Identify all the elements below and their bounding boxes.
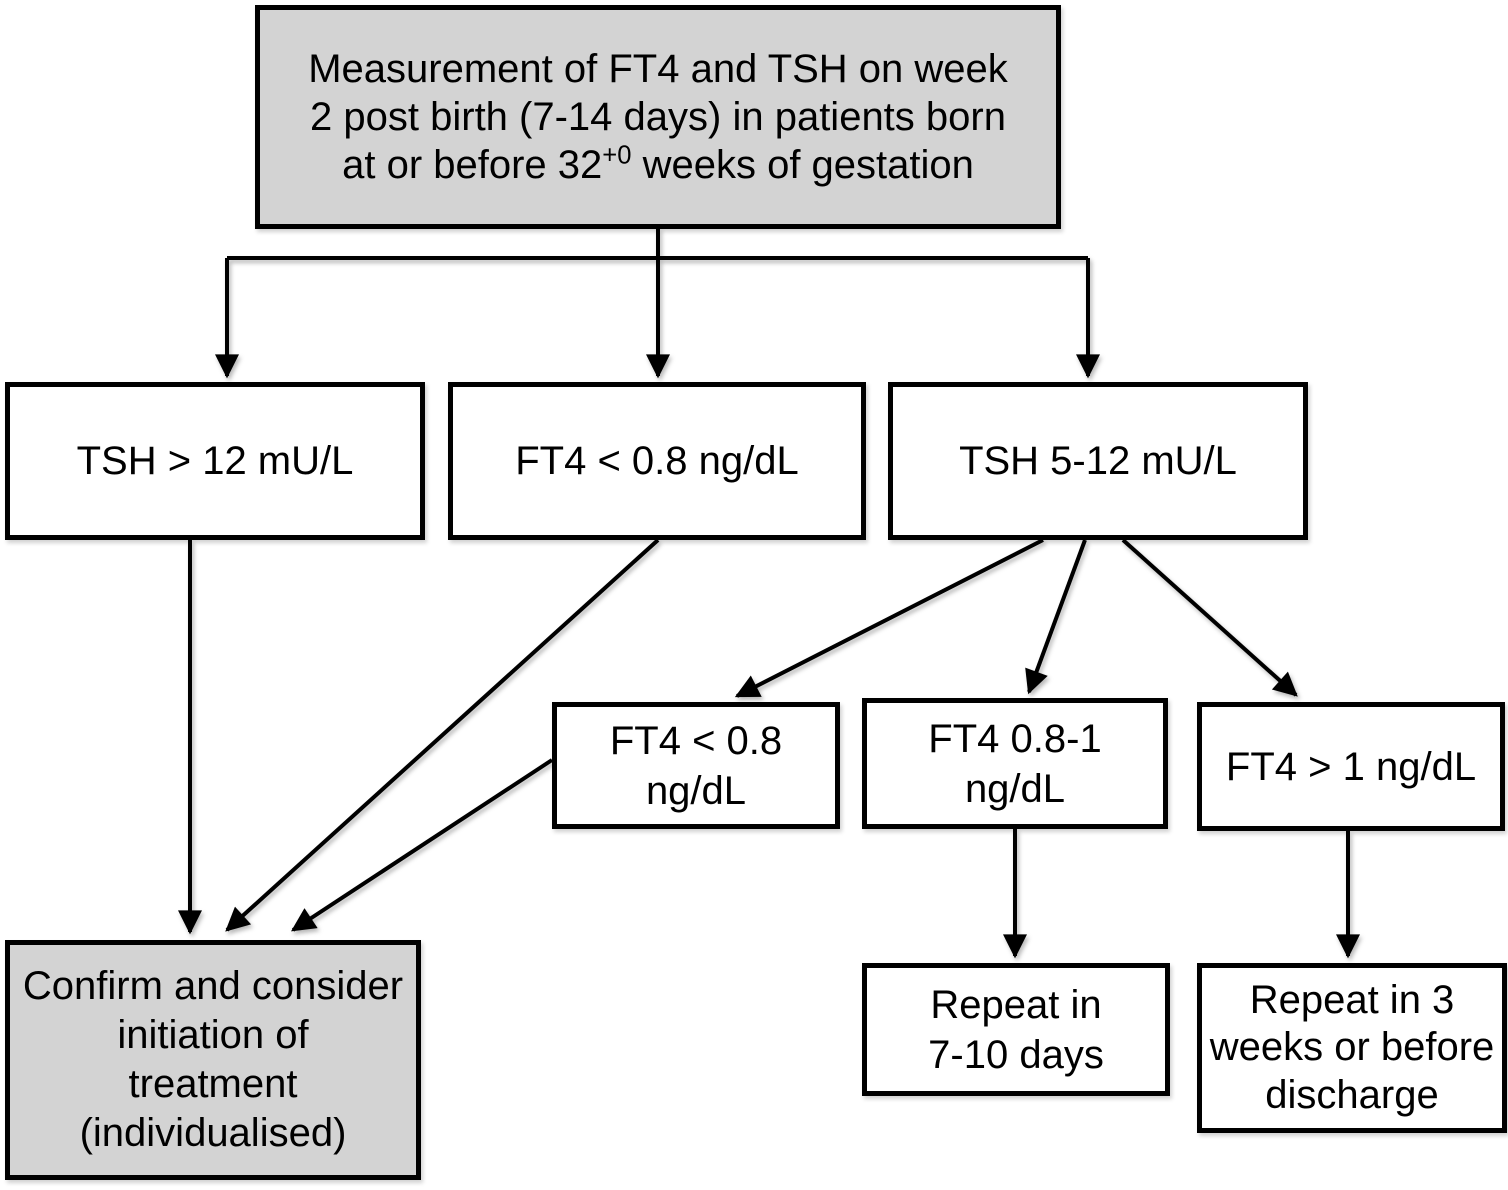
node-text-line: weeks or before	[1210, 1024, 1495, 1071]
node-text-line: Repeat in 3	[1250, 977, 1455, 1024]
node-text-line: FT4 > 1 ng/dL	[1226, 742, 1476, 792]
node-text-line: ng/dL	[965, 764, 1065, 814]
node-text: Repeat in 3	[1249, 978, 1455, 1023]
node-text: (individualised)	[79, 1110, 347, 1155]
node-text-line: Confirm and consider	[23, 962, 403, 1011]
node-text-line: FT4 < 0.8 ng/dL	[515, 436, 799, 486]
connector-tsh-mid-to-ft4-low-sub	[734, 538, 1044, 698]
node-text: Repeat in	[930, 982, 1102, 1027]
node-text-line: Repeat in	[930, 980, 1101, 1030]
node-text: initiation of	[117, 1013, 309, 1058]
node-text-line: treatment	[129, 1060, 298, 1109]
node-text: 2 post birth (7-14 days) in patients bor…	[310, 95, 1006, 139]
connector-tsh-mid-to-ft4-mid-sub	[1025, 539, 1087, 695]
node-measurement: Measurement of FT4 and TSH on week 2 pos…	[255, 5, 1061, 229]
node-ft4-below-0-8-sub: FT4 < 0.8 ng/dL	[552, 702, 840, 829]
node-text-line: TSH > 12 mU/L	[77, 436, 354, 486]
node-text: TSH 5-12 mU/L	[959, 439, 1237, 483]
node-text: ng/dL	[645, 768, 747, 813]
node-text-line: (individualised)	[80, 1109, 347, 1158]
node-text-line: initiation of	[117, 1011, 308, 1060]
node-confirm-treatment: Confirm and consider initiation of treat…	[5, 940, 421, 1180]
node-text: FT4 < 0.8	[609, 718, 783, 763]
node-text: FT4 < 0.8 ng/dL	[515, 439, 799, 483]
connector-ft4-low-to-confirm	[225, 538, 660, 932]
node-text: weeks or before	[1209, 1025, 1495, 1070]
node-text-line: FT4 < 0.8	[610, 716, 782, 766]
node-text: FT4 > 1 ng/dL	[1225, 744, 1477, 789]
node-text-line: 2 post birth (7-14 days) in patients bor…	[310, 93, 1006, 141]
connector-ft4-low-sub-to-confirm	[290, 758, 554, 932]
node-ft4-0-8-to-1: FT4 0.8-1 ng/dL	[862, 698, 1168, 829]
node-text: TSH > 12 mU/L	[76, 439, 354, 483]
node-tsh-5-12: TSH 5-12 mU/L	[888, 382, 1308, 540]
node-text: FT4 0.8-1	[928, 716, 1102, 761]
node-text: Measurement of FT4 and TSH on week	[308, 47, 1008, 91]
node-text-line: discharge	[1265, 1072, 1438, 1119]
node-text: ng/dL	[964, 766, 1066, 811]
node-text: weeks of gestation	[631, 143, 974, 187]
node-text-line: ng/dL	[646, 766, 746, 816]
node-ft4-below-0-8: FT4 < 0.8 ng/dL	[448, 382, 866, 540]
node-text: treatment	[128, 1062, 298, 1106]
node-text: discharge	[1265, 1072, 1439, 1117]
node-text: 7-10 days	[928, 1032, 1104, 1077]
node-text-line: 7-10 days	[928, 1030, 1104, 1080]
node-tsh-above-12: TSH > 12 mU/L	[5, 382, 425, 540]
node-text-line: TSH 5-12 mU/L	[959, 436, 1237, 486]
node-text: at or before 32	[342, 143, 603, 187]
node-repeat-3-weeks: Repeat in 3 weeks or before discharge	[1197, 963, 1507, 1133]
connector-tsh-mid-to-ft4-high-sub	[1121, 538, 1298, 697]
superscript-gestation-days: +0	[602, 141, 632, 170]
node-text-line: Measurement of FT4 and TSH on week	[308, 45, 1008, 93]
node-ft4-above-1: FT4 > 1 ng/dL	[1197, 702, 1505, 831]
node-repeat-7-10-days: Repeat in 7-10 days	[862, 963, 1170, 1096]
node-text-line: at or before 32+0 weeks of gestation	[342, 141, 974, 189]
node-text: Confirm and consider	[22, 964, 404, 1009]
node-text-line: FT4 0.8-1	[928, 714, 1101, 764]
